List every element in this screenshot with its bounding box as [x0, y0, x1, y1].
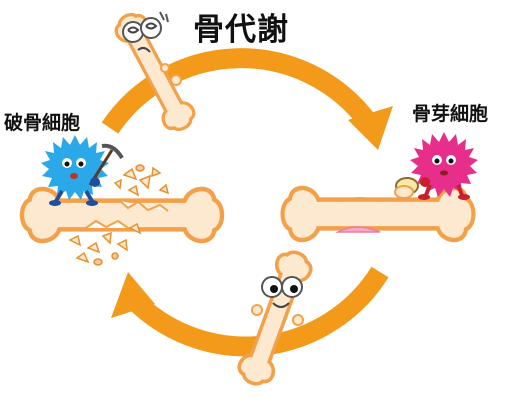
- osteoclast-label: 破骨細胞: [4, 112, 81, 134]
- bone-character-bottom-face: [251, 276, 304, 326]
- new-bone-area: [335, 226, 381, 233]
- bone-left: [22, 189, 222, 241]
- osteoblast-label: 骨芽細胞: [412, 103, 489, 125]
- arrow-head-left: [111, 272, 155, 318]
- arrow-top: [101, 48, 377, 134]
- arrow-head-right: [348, 106, 393, 150]
- osteoblast-icon: [394, 132, 478, 200]
- osteoclast-icon: [41, 135, 124, 206]
- bone-left-cavity: [85, 200, 169, 229]
- bone-character-top-face: [122, 11, 182, 86]
- diagram-title: 骨代謝: [193, 12, 289, 48]
- bone-fragments: [68, 164, 170, 266]
